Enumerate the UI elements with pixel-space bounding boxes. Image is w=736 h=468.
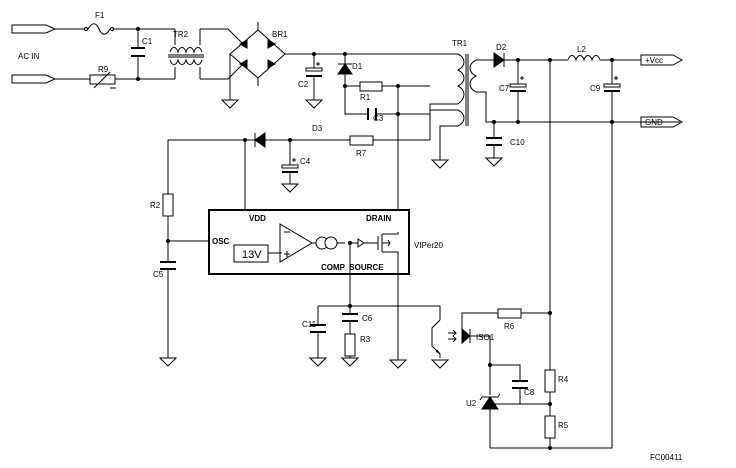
c2-label: C2 (298, 80, 309, 89)
fuse-f1 (84, 23, 114, 35)
r9-label: R9 (98, 65, 109, 74)
viper20-ic (208, 209, 410, 310)
drain-pin-label: DRAIN (366, 214, 392, 223)
c3-label: C3 (373, 114, 384, 123)
gnd-terminal (640, 116, 684, 128)
diode-d3 (167, 132, 430, 194)
c11-label: C11 (302, 320, 317, 329)
u2-label: U2 (466, 399, 477, 408)
ac-in-label: AC IN (18, 52, 40, 61)
l2-label: L2 (577, 45, 586, 54)
resistor-r9 (89, 71, 116, 89)
c7-label: C7 (499, 84, 510, 93)
figure-code-label: FC00411 (650, 453, 683, 462)
c9-label: C9 (590, 84, 601, 93)
vcc-terminal (640, 54, 684, 66)
shunt-regulator-u2 (479, 393, 550, 448)
ground-symbol-aux (430, 159, 450, 169)
c10-label: C10 (510, 138, 525, 147)
r3-label: R3 (360, 335, 371, 344)
optocoupler-iso1 (430, 312, 550, 395)
capacitor-c8 (488, 363, 550, 405)
resistor-r6 (497, 308, 522, 319)
capacitor-c10 (484, 120, 504, 167)
br1-label: BR1 (272, 30, 288, 39)
ac-input-terminals (11, 24, 57, 84)
r4-label: R4 (558, 375, 569, 384)
r6-label: R6 (504, 322, 515, 331)
comp-bus (318, 305, 441, 320)
diode-d2 (493, 52, 568, 68)
capacitor-c7 (509, 60, 527, 124)
capacitor-c6 (342, 306, 358, 334)
iso1-label: ISO1 (476, 333, 495, 342)
viper20-label: VIPer20 (414, 241, 443, 250)
vcc-label: +Vcc (645, 56, 663, 65)
resistor-r2 (158, 193, 210, 367)
source-ground (388, 264, 408, 369)
c6-label: C6 (362, 314, 373, 323)
transformer-tr1 (429, 53, 680, 160)
ref-13v-label: 13V (242, 249, 262, 261)
r1-label: R1 (360, 93, 371, 102)
capacitor-c11 (308, 306, 328, 367)
d2-label: D2 (496, 43, 507, 52)
capacitor-c2 (304, 54, 324, 109)
d3-label: D3 (312, 124, 323, 133)
capacitor-c4 (280, 140, 300, 193)
r7-label: R7 (356, 149, 367, 158)
tr2-label: TR2 (173, 30, 189, 39)
capacitor-c9 (603, 60, 621, 124)
resistor-r7 (349, 135, 374, 146)
choke-tr2 (168, 28, 246, 80)
vcc-feedback-wire (490, 60, 613, 449)
ground-symbol-bridge (220, 99, 240, 109)
capacitor-c3 (344, 86, 400, 120)
inductor-l2 (567, 55, 641, 62)
c4-label: C4 (300, 157, 311, 166)
r5-label: R5 (558, 421, 569, 430)
capacitor-c1 (131, 27, 145, 81)
resistor-r3 (340, 333, 360, 367)
c1-label: C1 (142, 37, 153, 46)
f1-label: F1 (95, 11, 105, 20)
drain-wire (397, 86, 458, 232)
resistor-r4 (544, 369, 556, 416)
tr1-label: TR1 (452, 39, 468, 48)
gnd-label: GND (645, 118, 663, 127)
d1-label: D1 (352, 62, 363, 71)
vdd-pin-label: VDD (249, 214, 266, 223)
c8-label: C8 (524, 388, 535, 397)
r2-label: R2 (150, 201, 161, 210)
resistor-r5 (544, 415, 556, 450)
comp-source-label: COMP SOURCE (321, 263, 384, 272)
osc-pin-label: OSC (212, 237, 230, 246)
c5-label: C5 (153, 270, 164, 279)
